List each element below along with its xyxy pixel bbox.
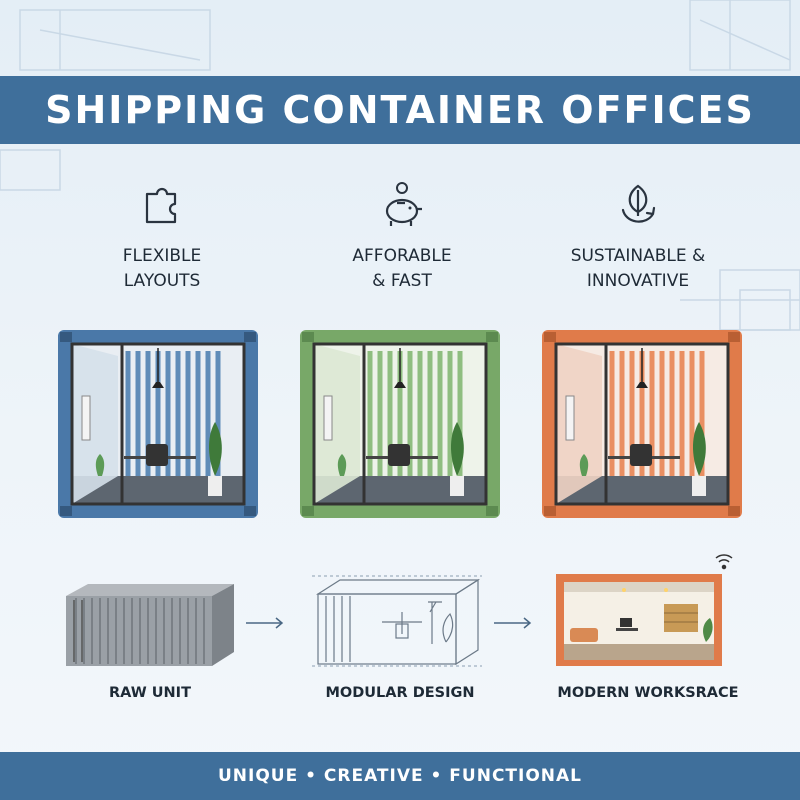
leaf-recycle-icon — [621, 184, 656, 223]
blue-container-office — [58, 330, 258, 518]
process-step-label: MODERN WORKSRACE — [557, 685, 739, 701]
footer-tagline: UNIQUE • CREATIVE • FUNCTIONAL — [217, 766, 583, 786]
arrow-right-icon — [246, 617, 284, 629]
blueprint-container-icon — [312, 575, 482, 667]
piggy-bank-icon — [385, 182, 422, 226]
puzzle-icon — [145, 187, 177, 224]
feature-label: AFFORABLE & FAST — [352, 246, 452, 291]
title-banner: SHIPPING CONTAINER OFFICES — [0, 76, 800, 144]
page-title: SHIPPING CONTAINER OFFICES — [45, 88, 755, 132]
orange-container-office — [542, 330, 742, 518]
footer-banner: UNIQUE • CREATIVE • FUNCTIONAL — [0, 752, 800, 800]
feature-label: FLEXIBLE LAYOUTS — [122, 246, 202, 291]
feature-sustainable-innovative: SUSTAINABLE & INNOVATIVE — [528, 180, 748, 294]
feature-label: SUSTAINABLE & INNOVATIVE — [570, 246, 706, 291]
process-step-label: RAW UNIT — [109, 685, 191, 701]
green-container-office — [300, 330, 500, 518]
raw-container-icon — [66, 584, 234, 666]
wifi-icon — [715, 554, 733, 570]
process-step-label: MODULAR DESIGN — [325, 685, 475, 701]
feature-affordable-fast: AFFORABLE & FAST — [292, 180, 512, 294]
arrow-right-icon — [494, 617, 532, 629]
finished-office-icon — [556, 554, 733, 666]
feature-flexible-layouts: FLEXIBLE LAYOUTS — [52, 180, 272, 294]
